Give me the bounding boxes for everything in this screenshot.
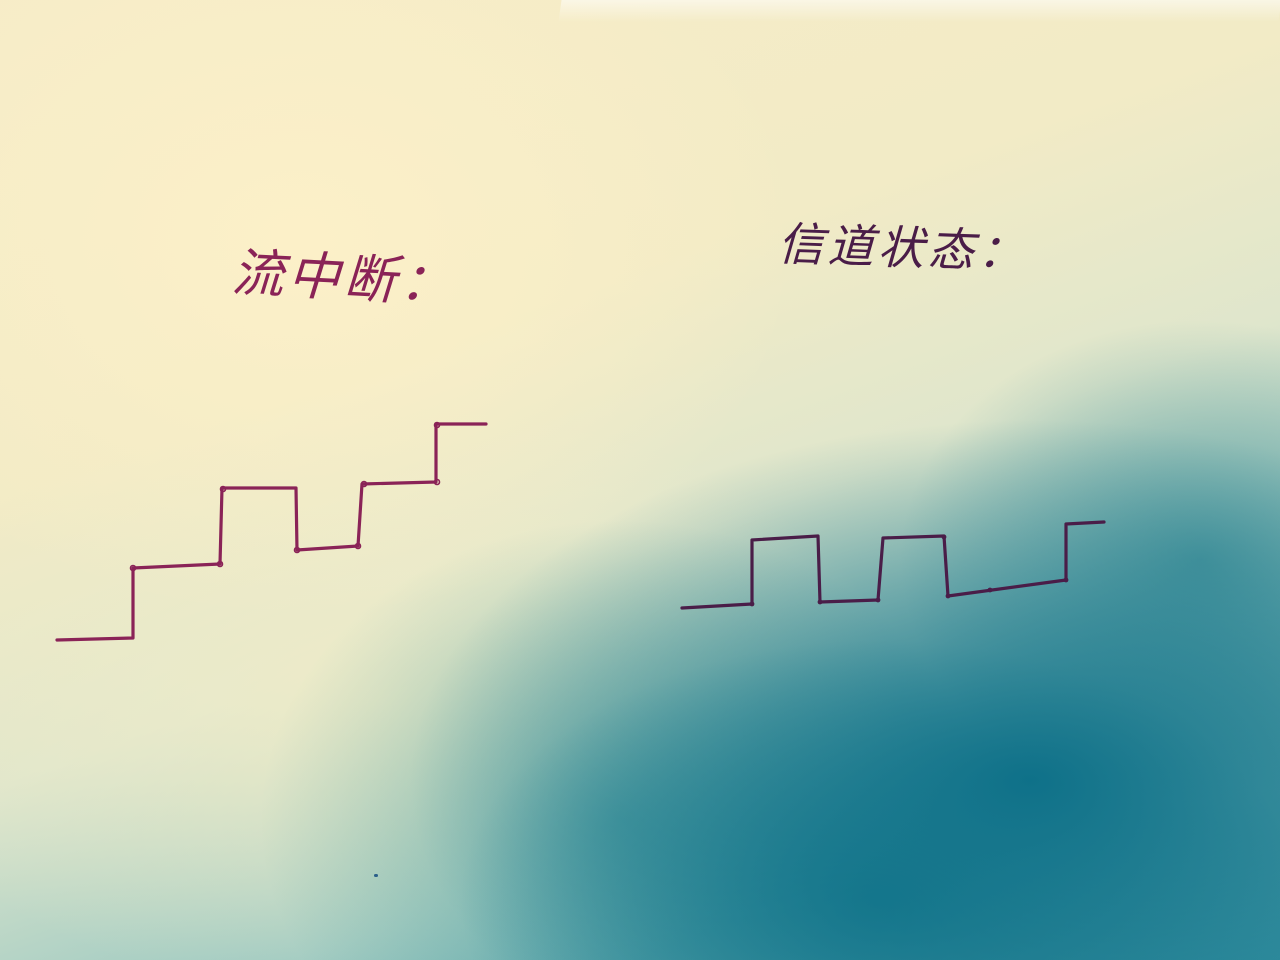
step-mark: [219, 485, 227, 493]
step-mark: [945, 593, 951, 599]
stream-interruption-waveform: [55, 422, 488, 642]
ink-speck: [374, 874, 378, 877]
step-mark: [129, 564, 137, 572]
step-mark: [293, 546, 301, 554]
step-mark: [941, 534, 947, 540]
step-mark: [433, 421, 441, 429]
step-mark: [1063, 577, 1069, 583]
step-mark: [875, 597, 881, 603]
channel-state-waveform: [680, 520, 1106, 610]
step-mark: [433, 478, 441, 486]
step-mark: [987, 587, 993, 593]
step-mark: [749, 601, 755, 607]
step-mark: [354, 542, 362, 550]
step-mark: [360, 480, 368, 488]
step-mark: [817, 599, 823, 605]
step-mark: [216, 560, 224, 568]
